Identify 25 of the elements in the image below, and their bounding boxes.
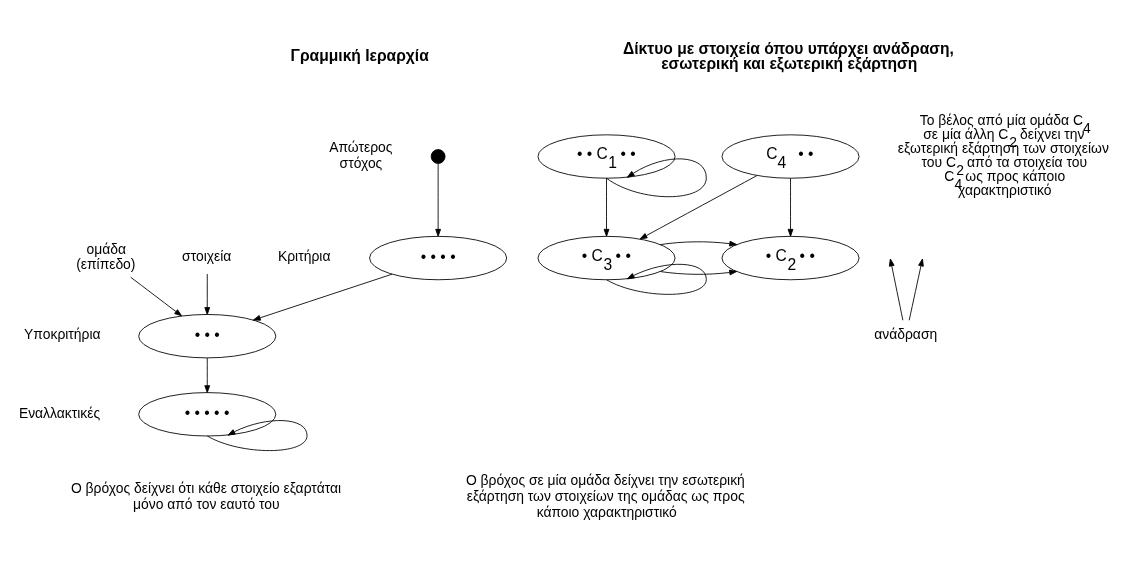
arrow [888, 258, 904, 321]
label: Ο βρόχος σε μία ομάδα δείχνει την εσωτερική εξάρτηση των στοιχείων της ομάδας ως προς κάποιο χαρακτηριστικό [465, 472, 745, 520]
arrow [252, 273, 393, 321]
arrow [660, 269, 738, 276]
arrow [639, 175, 758, 240]
node-text: στοιχεία [182, 248, 232, 265]
arrow [130, 276, 182, 317]
node-label: Απώτερος στόχος [329, 139, 393, 171]
label: Γραμμική Ιεραρχία [290, 46, 429, 64]
node-text: ανάδραση [874, 326, 938, 343]
node-ellipse: • • • • [369, 235, 508, 281]
arrow [204, 273, 211, 315]
arrow [787, 177, 794, 237]
arrow [204, 357, 211, 393]
node-text: ομάδα (επίπεδο) [76, 240, 136, 273]
arrow [603, 177, 610, 237]
node-label: Υποκριτήρια [24, 326, 101, 343]
arrow [435, 163, 441, 237]
node-label: Κριτήρια [277, 248, 331, 265]
arrow [660, 240, 738, 247]
node-label: Εναλλακτικές [18, 404, 101, 421]
arrow [908, 258, 924, 321]
label: Δίκτυο με στοιχεία όπου υπάρχει ανάδραση, εσωτερική και εξωτερική εξάρτηση [623, 39, 954, 73]
node-circle [430, 149, 446, 164]
label: Ο βρόχος δείχνει ότι κάθε στοιχείο εξαρτάται μόνο από τον εαυτό του [70, 480, 342, 512]
